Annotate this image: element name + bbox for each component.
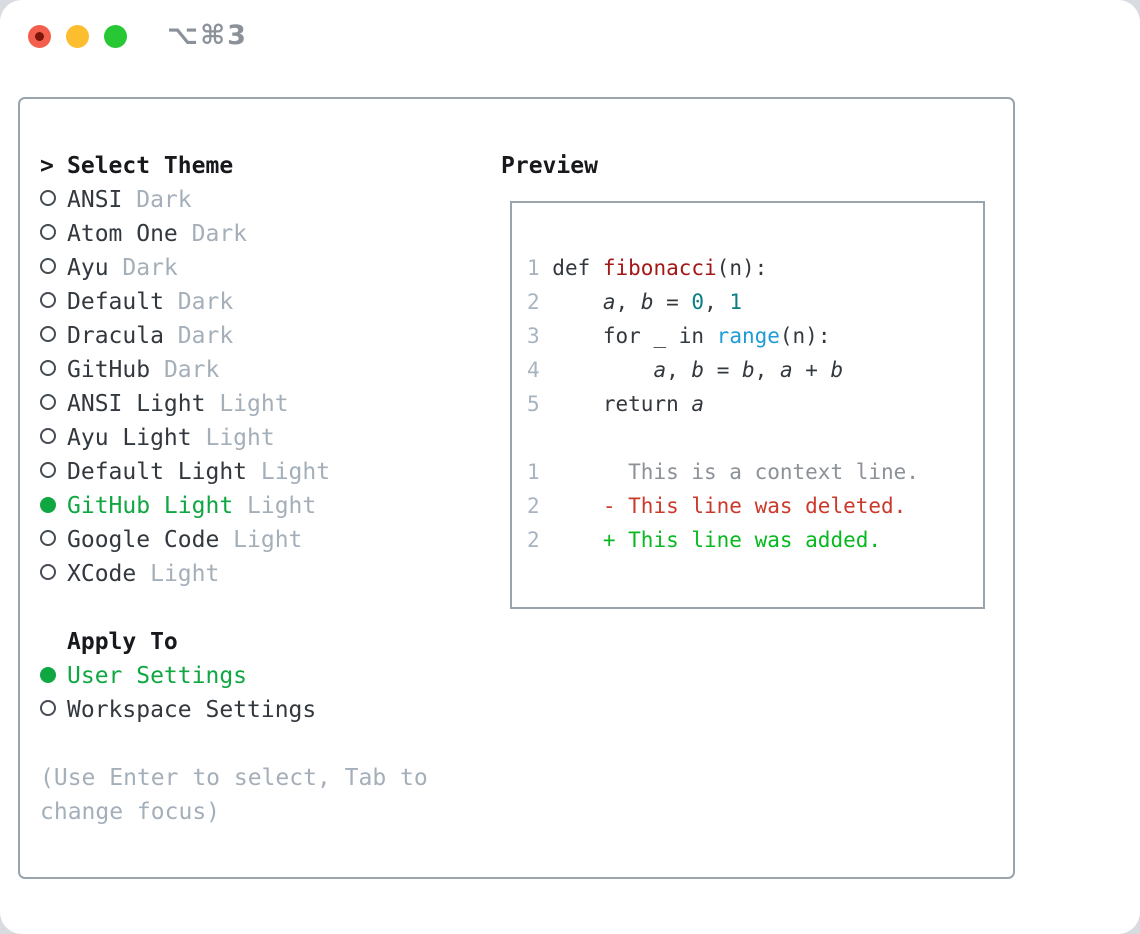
preview-line: 4 a, b = b, a + b bbox=[527, 358, 844, 382]
preview-line: 1 This is a context line. bbox=[527, 460, 919, 484]
minimize-button[interactable] bbox=[66, 25, 89, 48]
theme-option-label: GitHub Light bbox=[67, 493, 234, 519]
theme-option-variant: Dark bbox=[163, 357, 220, 383]
theme-option-variant: Light bbox=[205, 425, 275, 451]
theme-option[interactable]: GitHub Light Light bbox=[40, 489, 428, 523]
theme-option[interactable]: Default Dark bbox=[40, 285, 428, 319]
line-number: 3 bbox=[527, 324, 553, 348]
radio-unselected-icon bbox=[40, 523, 67, 557]
theme-option-label: ANSI Light bbox=[67, 391, 206, 417]
theme-option-variant: Dark bbox=[122, 255, 178, 281]
preview-line: 5 return a bbox=[527, 392, 705, 416]
theme-option-variant: Light bbox=[150, 561, 220, 587]
preview-line: 3 for _ in range(n): bbox=[527, 324, 831, 348]
line-number bbox=[527, 426, 540, 450]
theme-option[interactable]: Dracula Dark bbox=[40, 319, 428, 353]
theme-option-label: XCode bbox=[67, 561, 137, 587]
preview-line bbox=[527, 421, 983, 455]
apply-to-title: Apply To bbox=[67, 629, 178, 655]
radio-selected-icon bbox=[40, 659, 67, 693]
window-titlebar: ⌥⌘3 bbox=[0, 0, 1140, 75]
apply-option[interactable]: User Settings bbox=[40, 659, 428, 693]
theme-option-label: GitHub bbox=[67, 357, 151, 383]
theme-option[interactable]: Atom One Dark bbox=[40, 217, 428, 251]
apply-to-header: Apply To bbox=[40, 625, 428, 659]
preview-line: 2 - This line was deleted. bbox=[527, 494, 907, 518]
radio-unselected-icon bbox=[40, 217, 67, 251]
theme-option-label: Google Code bbox=[67, 527, 220, 553]
theme-option-variant: Dark bbox=[136, 187, 192, 213]
theme-option[interactable]: Ayu Light Light bbox=[40, 421, 428, 455]
cursor-icon: > bbox=[40, 153, 54, 179]
radio-unselected-icon bbox=[40, 387, 67, 421]
theme-option-variant: Light bbox=[260, 459, 331, 485]
theme-option[interactable]: Default Light Light bbox=[40, 455, 428, 489]
theme-option-variant: Light bbox=[233, 527, 303, 553]
radio-unselected-icon bbox=[40, 183, 67, 217]
theme-option[interactable]: ANSI Light Light bbox=[40, 387, 428, 421]
radio-unselected-icon bbox=[40, 285, 67, 319]
radio-unselected-icon bbox=[40, 319, 67, 353]
theme-option-variant: Dark bbox=[177, 323, 234, 349]
theme-option-variant: Light bbox=[247, 493, 317, 519]
theme-option-label: Default Light bbox=[67, 459, 248, 485]
theme-option-variant: Dark bbox=[177, 289, 234, 315]
radio-unselected-icon bbox=[40, 353, 67, 387]
radio-unselected-icon bbox=[40, 557, 67, 591]
radio-unselected-icon bbox=[40, 421, 67, 455]
line-number: 5 bbox=[527, 392, 553, 416]
close-button[interactable] bbox=[28, 25, 51, 48]
spacer bbox=[40, 727, 428, 761]
theme-option-label: Ayu Light bbox=[67, 425, 192, 451]
theme-option[interactable]: XCode Light bbox=[40, 557, 428, 591]
theme-option-label: Ayu bbox=[67, 255, 109, 281]
preview-line: 2 + This line was added. bbox=[527, 528, 882, 552]
theme-option-variant: Light bbox=[219, 391, 289, 417]
help-text: (Use Enter to select, Tab to bbox=[40, 765, 428, 791]
theme-option[interactable]: ANSI Dark bbox=[40, 183, 428, 217]
radio-unselected-icon bbox=[40, 455, 67, 489]
line-number: 2 bbox=[527, 528, 553, 552]
theme-option[interactable]: Google Code Light bbox=[40, 523, 428, 557]
line-number: 1 bbox=[527, 460, 553, 484]
window-shortcut-label: ⌥⌘3 bbox=[167, 20, 248, 51]
line-number: 2 bbox=[527, 494, 553, 518]
theme-option-label: ANSI bbox=[67, 187, 123, 213]
preview-line: 1 def fibonacci(n): bbox=[527, 256, 768, 280]
line-number: 1 bbox=[527, 256, 553, 280]
zoom-button[interactable] bbox=[104, 25, 127, 48]
apply-option-label: Workspace Settings bbox=[67, 697, 317, 723]
preview-line: 2 a, b = 0, 1 bbox=[527, 290, 743, 314]
theme-option-label: Default bbox=[67, 289, 164, 315]
line-number: 2 bbox=[527, 290, 553, 314]
theme-option[interactable]: GitHub Dark bbox=[40, 353, 428, 387]
theme-option-label: Atom One bbox=[67, 221, 178, 247]
theme-option-label: Dracula bbox=[67, 323, 164, 349]
spacer bbox=[40, 591, 428, 625]
preview-box: 1 def fibonacci(n): 2 a, b = 0, 1 3 for _ … bbox=[510, 201, 985, 609]
radio-selected-icon bbox=[40, 489, 67, 523]
theme-option[interactable]: Ayu Dark bbox=[40, 251, 428, 285]
preview-header: Preview bbox=[501, 153, 598, 179]
apply-option-label: User Settings bbox=[67, 663, 248, 689]
line-number: 4 bbox=[527, 358, 553, 382]
radio-unselected-icon bbox=[40, 251, 67, 285]
theme-picker-title: Select Theme bbox=[67, 153, 234, 179]
apply-option[interactable]: Workspace Settings bbox=[40, 693, 428, 727]
help-text: change focus) bbox=[40, 799, 221, 825]
theme-option-variant: Dark bbox=[191, 221, 248, 247]
theme-picker-header: > Select Theme bbox=[40, 149, 428, 183]
radio-unselected-icon bbox=[40, 693, 67, 727]
preview-pane: Preview 1 def fibonacci(n): 2 a, b = 0, 1… bbox=[501, 149, 985, 609]
